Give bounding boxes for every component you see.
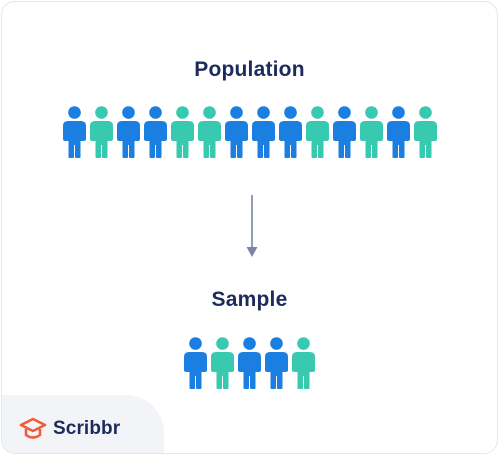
person-icon-blue bbox=[265, 337, 288, 389]
person-icon-blue bbox=[332, 106, 356, 158]
person-icon-blue bbox=[224, 106, 248, 158]
population-group bbox=[2, 106, 497, 158]
sample-group bbox=[2, 337, 497, 389]
person-icon-blue bbox=[143, 106, 167, 158]
footer-tab bbox=[2, 395, 164, 453]
person-icon-teal bbox=[292, 337, 315, 389]
graduation-cap-icon bbox=[19, 417, 47, 439]
sample-title: Sample bbox=[211, 288, 288, 311]
person-icon-blue bbox=[62, 106, 86, 158]
person-icon-blue bbox=[251, 106, 275, 158]
person-icon-blue bbox=[278, 106, 302, 158]
scribbr-logo: Scribbr bbox=[19, 416, 120, 442]
person-icon-teal bbox=[211, 337, 234, 389]
person-icon-blue bbox=[116, 106, 140, 158]
person-icon-teal bbox=[170, 106, 194, 158]
person-icon-teal bbox=[197, 106, 221, 158]
population-title: Population bbox=[194, 58, 305, 81]
person-icon-teal bbox=[305, 106, 329, 158]
brand-name: Scribbr bbox=[53, 418, 121, 439]
person-icon-blue bbox=[238, 337, 261, 389]
person-icon-teal bbox=[413, 106, 437, 158]
person-icon-blue bbox=[386, 106, 410, 158]
person-icon-blue bbox=[184, 337, 207, 389]
person-icon-teal bbox=[89, 106, 113, 158]
person-icon-teal bbox=[359, 106, 383, 158]
down-arrow-icon bbox=[246, 195, 258, 257]
